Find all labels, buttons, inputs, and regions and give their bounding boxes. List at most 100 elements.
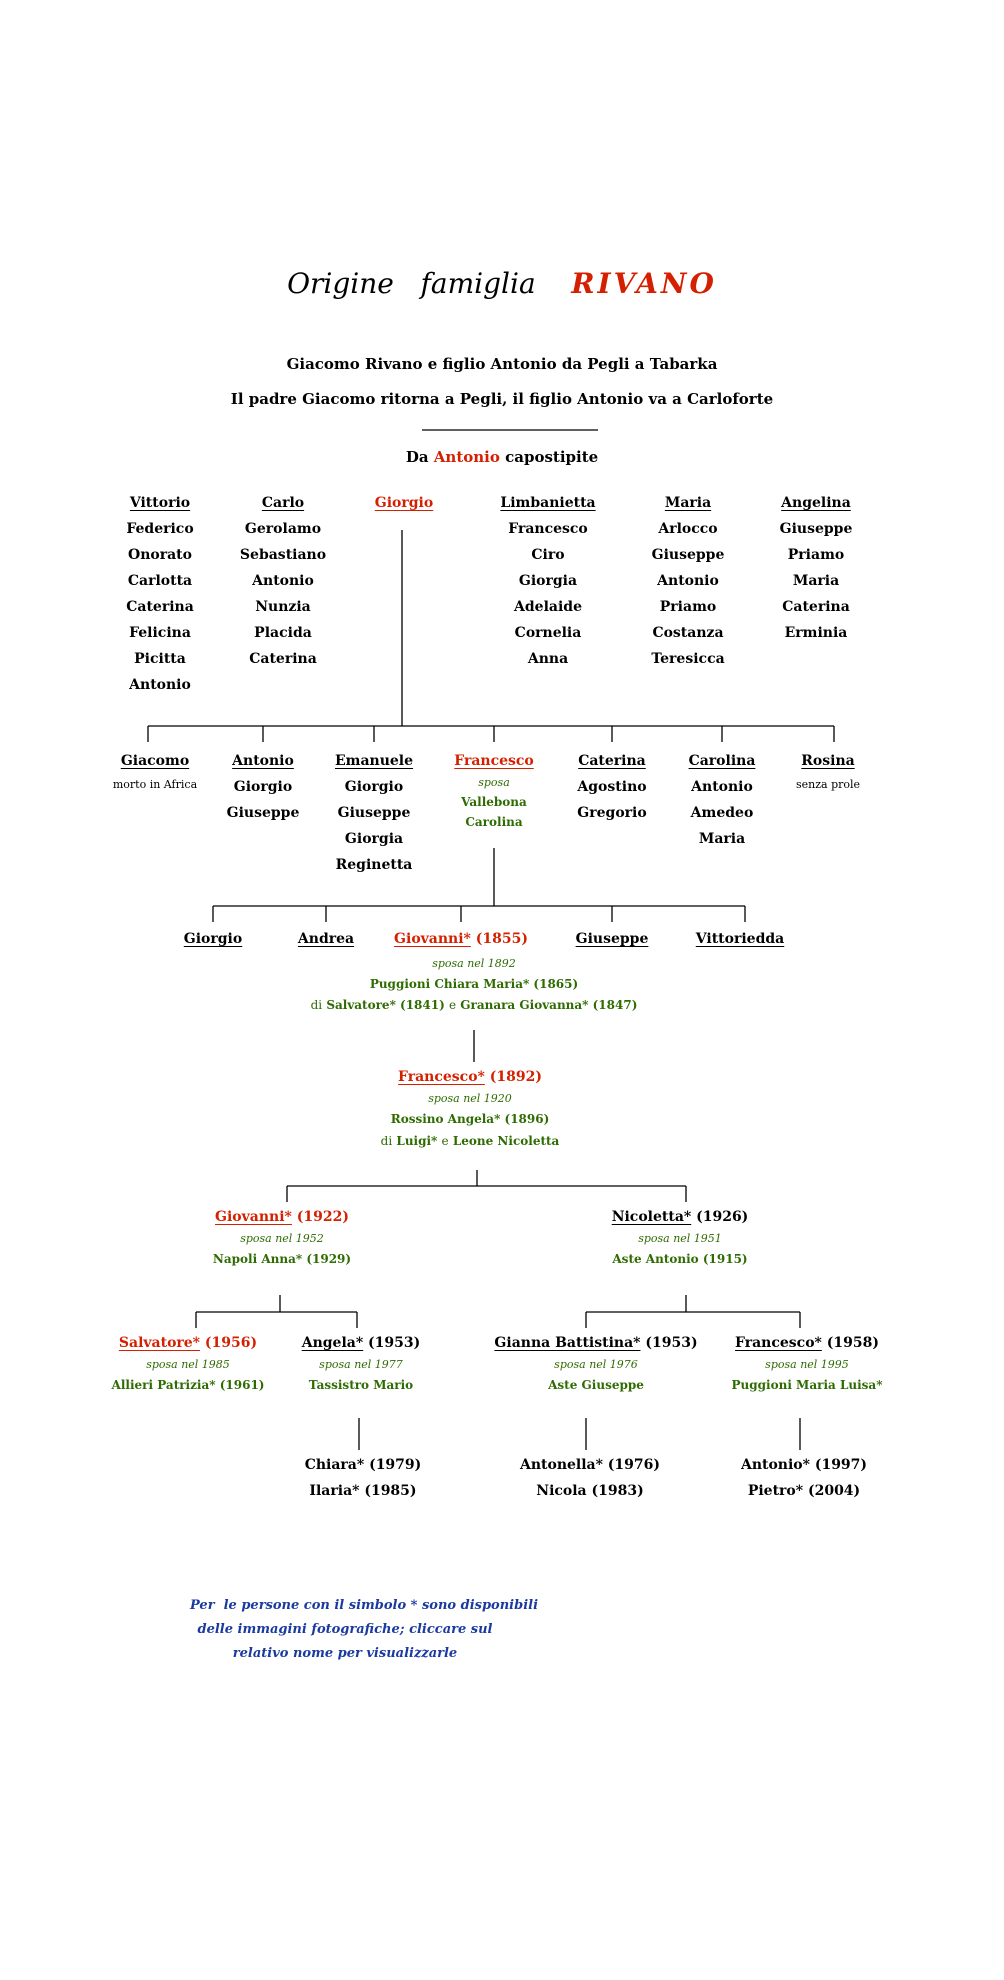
gen1-child: Antonio <box>252 573 314 589</box>
gen2-spouse: Vallebona <box>461 795 527 809</box>
gen1-child: Giorgia <box>518 573 578 589</box>
gen3-head: Andrea <box>297 931 355 947</box>
gen5-nicoletta: Nicoletta* (1926) sposa nel 1951 Aste An… <box>612 1206 749 1270</box>
gen3-giuseppe: Giuseppe <box>576 928 649 950</box>
gen1-carlo: Carlo Gerolamo Sebastiano Antonio Nunzia… <box>240 492 326 670</box>
gen2-child: Giuseppe <box>337 805 411 821</box>
gen1-head: Carlo <box>261 495 305 511</box>
gen1-head[interactable]: Giorgio <box>374 495 434 511</box>
gen6-note: sposa nel 1976 <box>554 1358 638 1371</box>
parent-1[interactable]: Luigi* <box>396 1134 438 1148</box>
marriage-parents: di Salvatore* (1841) e Granara Giovanna*… <box>0 995 948 1015</box>
gen5-note: sposa nel 1952 <box>240 1232 324 1245</box>
gen2-child: Maria <box>698 831 746 847</box>
gen6-note: sposa nel 1995 <box>765 1358 849 1371</box>
gen6-name-link[interactable]: Francesco* <box>735 1335 822 1351</box>
gen6-year: (1953) <box>645 1335 698 1351</box>
gen5-year: (1926) <box>696 1209 749 1225</box>
gen2-child: Giorgio <box>233 779 293 795</box>
gen5-giovanni: Giovanni* (1922) sposa nel 1952 Napoli A… <box>213 1206 351 1270</box>
gen6-name-link[interactable]: Angela* <box>301 1335 364 1351</box>
gen6-spouse: Tassistro Mario <box>308 1378 414 1392</box>
gen1-child: Caterina <box>782 599 850 615</box>
gen1-child: Antonio <box>657 573 719 589</box>
ancestor-pre: Da <box>405 448 429 466</box>
gen4-name-link[interactable]: Francesco* <box>398 1069 485 1085</box>
gen1-child: Maria <box>792 573 840 589</box>
gen1-child: Giuseppe <box>779 521 853 537</box>
gen5-spouse[interactable]: Napoli Anna* (1929) <box>212 1252 352 1266</box>
gen4-spouse[interactable]: Rossino Angela* (1896) <box>390 1112 550 1126</box>
gen6-note: sposa nel 1985 <box>146 1358 230 1371</box>
gen2-child: Amedeo <box>690 805 754 821</box>
gen4-parents: di Luigi* e Leone Nicoletta <box>0 1130 940 1152</box>
gen3-andrea: Andrea <box>298 928 354 950</box>
gen1-child: Erminia <box>784 625 848 641</box>
gen1-child: Felicina <box>129 625 191 641</box>
gen7-child[interactable]: Chiara* (1979) <box>304 1457 422 1473</box>
gen6-salvatore: Salvatore* (1956) sposa nel 1985 Allieri… <box>112 1332 265 1396</box>
ancestor-post: capostipite <box>505 448 599 466</box>
intro-line-1: Giacomo Rivano e figlio Antonio da Pegli… <box>286 355 718 373</box>
title-surname: RIVANO <box>571 267 717 300</box>
gen6-spouse[interactable]: Puggioni Maria Luisa* <box>731 1378 883 1392</box>
parents-mid: e <box>441 1134 449 1148</box>
title-prefix: Origine famiglia <box>287 267 536 300</box>
gen5-name-link[interactable]: Nicoletta* <box>611 1209 692 1225</box>
gen2-head: Giacomo <box>120 753 190 769</box>
gen1-child: Gerolamo <box>244 521 322 537</box>
gen3-vittoriedda: Vittoriedda <box>696 928 784 950</box>
gen6-gianna-battistina: Gianna Battistina* (1953) sposa nel 1976… <box>494 1332 697 1396</box>
gen7-child: Nicola (1983) <box>536 1483 644 1499</box>
gen5-name-link[interactable]: Giovanni* <box>215 1209 292 1225</box>
gen1-child: Priamo <box>659 599 717 615</box>
gen1-angelina: Angelina Giuseppe Priamo Maria Caterina … <box>780 492 853 644</box>
gen2-child: Giuseppe <box>226 805 300 821</box>
gen6-name-link[interactable]: Gianna Battistina* <box>494 1335 641 1351</box>
gen1-child: Sebastiano <box>239 547 327 563</box>
ancestor-line: Da Antonio capostipite <box>0 444 1004 470</box>
gen6-name-link[interactable]: Salvatore* <box>118 1335 201 1351</box>
gen2-giacomo: Giacomo morto in Africa <box>113 750 197 794</box>
gen2-child: Agostino <box>577 779 647 795</box>
intro-line-2: Il padre Giacomo ritorna a Pegli, il fig… <box>230 390 774 408</box>
gen1-child: Cornelia <box>514 625 582 641</box>
parent-1[interactable]: Salvatore* (1841) <box>326 998 445 1012</box>
gen7-child[interactable]: Pietro* (2004) <box>747 1483 861 1499</box>
gen5-note: sposa nel 1951 <box>638 1232 722 1245</box>
gen1-child: Carlotta <box>127 573 193 589</box>
gen3-head: Giuseppe <box>575 931 649 947</box>
gen6-spouse: Aste Giuseppe <box>548 1378 644 1392</box>
gen3-marriage: sposa nel 1892 Puggioni Chiara Maria* (1… <box>0 955 948 1015</box>
marriage-spouse[interactable]: Puggioni Chiara Maria* (1865) <box>369 977 579 991</box>
parent-2[interactable]: Granara Giovanna* (1847) <box>460 998 638 1012</box>
gen4-note: sposa nel 1920 <box>428 1092 512 1105</box>
footnote: Per le persone con il simbolo * sono dis… <box>190 1594 538 1666</box>
gen7-child[interactable]: Antonella* (1976) <box>519 1457 661 1473</box>
gen7-child[interactable]: Antonio* (1997) <box>740 1457 868 1473</box>
gen6-spouse[interactable]: Allieri Patrizia* (1961) <box>111 1378 265 1392</box>
gen2-head[interactable]: Francesco <box>454 753 534 769</box>
gen1-child: Nunzia <box>255 599 311 615</box>
gen7-child[interactable]: Ilaria* (1985) <box>309 1483 417 1499</box>
gen1-head: Angelina <box>781 495 851 511</box>
gen1-child: Adelaide <box>514 599 582 615</box>
gen2-head: Rosina <box>801 753 855 769</box>
gen2-emanuele: Emanuele Giorgio Giuseppe Giorgia Regine… <box>335 750 413 876</box>
gen7-group-francesco: Antonio* (1997) Pietro* (2004) <box>741 1454 867 1502</box>
gen2-head: Emanuele <box>334 753 414 769</box>
gen1-child: Federico <box>126 521 194 537</box>
gen2-note: morto in Africa <box>112 778 198 791</box>
gen3-giovanni: Giovanni* (1855) <box>394 928 528 950</box>
gen1-child: Caterina <box>249 651 317 667</box>
gen1-child: Caterina <box>126 599 194 615</box>
parent-2: Leone Nicoletta <box>452 1134 560 1148</box>
gen6-francesco: Francesco* (1958) sposa nel 1995 Puggion… <box>732 1332 883 1396</box>
gen3-head-link[interactable]: Giovanni* <box>394 931 471 947</box>
gen6-angela: Angela* (1953) sposa nel 1977 Tassistro … <box>302 1332 421 1396</box>
gen1-child: Priamo <box>787 547 845 563</box>
gen2-francesco: Francesco sposa Vallebona Carolina <box>454 750 534 832</box>
gen1-child: Ciro <box>531 547 565 563</box>
gen6-note: sposa nel 1977 <box>319 1358 403 1371</box>
